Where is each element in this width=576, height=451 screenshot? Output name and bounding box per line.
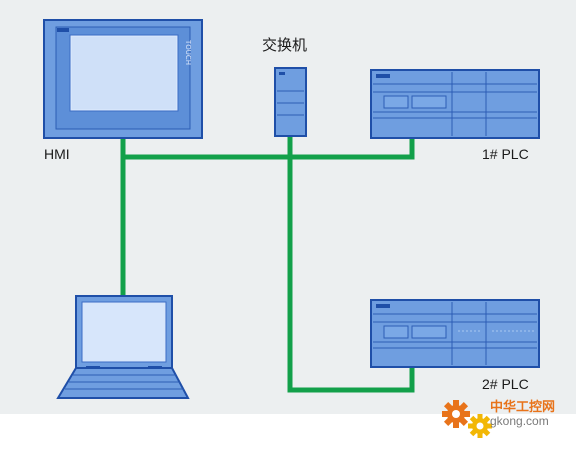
switch-icon	[274, 67, 307, 137]
network-lines	[120, 133, 415, 393]
switch-plc2-link	[287, 133, 415, 393]
gear-icon	[442, 400, 492, 438]
watermark-chinese-text: 中华工控网	[490, 399, 556, 414]
plc1-icon	[370, 69, 540, 139]
watermark-url: gkong.com	[490, 414, 549, 428]
hmi-panel-icon: TOUCH	[43, 19, 203, 139]
plc2-label: 2# PLC	[482, 376, 529, 392]
hmi-label: HMI	[44, 146, 70, 162]
switch-label: 交换机	[262, 37, 308, 54]
plc2-icon	[370, 299, 540, 368]
plc1-label: 1# PLC	[482, 146, 529, 162]
watermark-logo: 中华工控网 gkong.com	[438, 392, 574, 444]
hmi-side-text: TOUCH	[184, 39, 192, 65]
laptop-icon	[56, 295, 190, 399]
